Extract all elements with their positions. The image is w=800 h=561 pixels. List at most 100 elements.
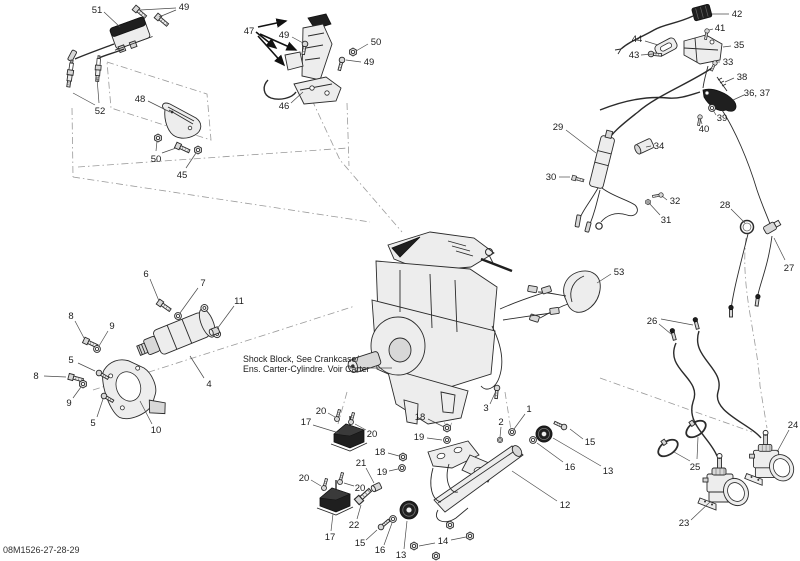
engine-mount	[316, 479, 354, 516]
washer-glyph	[93, 345, 101, 353]
leader-line	[724, 77, 735, 83]
part-callout-18: 18	[415, 412, 426, 423]
leader-line	[161, 147, 177, 154]
cable-end	[669, 327, 678, 341]
part-callout-28: 28	[720, 200, 731, 211]
leader-line	[365, 467, 375, 484]
leader-line	[185, 152, 197, 169]
nut-glyph	[432, 551, 440, 561]
part-callout-52: 52	[95, 106, 106, 117]
leader-line	[696, 436, 699, 460]
leader-line	[343, 482, 355, 487]
part-callout-20: 20	[299, 473, 310, 484]
part-callout-12: 12	[560, 500, 571, 511]
shock-block-note-line2: Ens. Carter-Cylindre. Voir Carter	[243, 364, 370, 374]
part-callout-20: 20	[316, 406, 327, 417]
part-callout-45: 45	[177, 170, 188, 181]
leader-line	[96, 77, 100, 104]
leader-line	[158, 9, 177, 18]
ignition-coil-assembly	[64, 16, 153, 88]
part-callout-24: 24	[788, 420, 799, 431]
part-callout-25: 25	[690, 462, 701, 473]
leader-line	[673, 451, 691, 462]
part-callout-40: 40	[699, 124, 710, 135]
stud-glyph	[333, 408, 343, 423]
washer-glyph	[508, 428, 516, 436]
leader-line	[569, 428, 584, 440]
part-callout-48: 48	[135, 94, 146, 105]
leader-line	[355, 43, 369, 52]
leader-lines	[43, 7, 790, 550]
part-callout-35: 35	[734, 40, 745, 51]
leader-line	[147, 100, 171, 113]
leader-line	[155, 140, 158, 152]
nut-glyph	[399, 452, 407, 462]
bolt-glyph	[155, 298, 173, 314]
washer-glyph	[174, 312, 182, 320]
washer-glyph	[708, 104, 716, 112]
washer-glyph	[398, 464, 406, 472]
part-callout-18: 18	[375, 447, 386, 458]
part-callout-3: 3	[483, 403, 488, 414]
spark-plug	[93, 55, 103, 82]
coil-bracket	[162, 102, 202, 139]
part-callout-36-37: 36, 37	[744, 88, 770, 99]
leader-line	[660, 318, 694, 326]
nut-glyph	[443, 423, 451, 433]
part-callout-31: 31	[661, 215, 672, 226]
carburetor	[744, 429, 799, 486]
starter-motor-assembly	[102, 304, 222, 419]
carburetor	[697, 453, 754, 511]
part-callout-2: 2	[498, 417, 503, 428]
leader-line	[312, 424, 340, 434]
part-callout-27: 27	[784, 263, 795, 274]
carburetor-assembly	[652, 109, 799, 511]
leader-line	[291, 36, 304, 44]
bolt-glyph	[153, 12, 170, 28]
part-callout-39: 39	[717, 113, 728, 124]
part-callout-23: 23	[679, 518, 690, 529]
part-callout-4: 4	[206, 379, 211, 390]
leader-line	[365, 529, 378, 541]
part-callout-20: 20	[367, 429, 378, 440]
nut-glyph	[349, 47, 357, 57]
part-callout-50: 50	[151, 154, 162, 165]
leader-line	[712, 109, 717, 116]
part-callout-7: 7	[200, 278, 205, 289]
leader-line	[387, 452, 400, 457]
leader-line	[640, 53, 654, 56]
part-callout-49: 49	[279, 30, 290, 41]
leader-line	[730, 208, 746, 224]
part-callout-17: 17	[325, 532, 336, 543]
part-callout-9: 9	[109, 321, 114, 332]
leader-line	[149, 278, 160, 302]
part-callout-34: 34	[654, 141, 665, 152]
washer-glyph	[529, 436, 537, 444]
washer-glyph	[443, 436, 451, 444]
part-callout-13: 13	[396, 550, 407, 561]
screw-glyph	[492, 384, 501, 400]
part-callout-19: 19	[377, 467, 388, 478]
engine-block	[347, 231, 560, 425]
part-callout-44: 44	[632, 34, 643, 45]
cable-end	[753, 293, 761, 307]
leader-line	[74, 320, 85, 339]
leader-line	[96, 398, 104, 418]
washer-glyph	[389, 515, 397, 523]
part-callout-11: 11	[234, 296, 244, 307]
part-callout-21: 21	[356, 458, 367, 469]
part-callout-8: 8	[68, 311, 73, 322]
part-callout-41: 41	[715, 23, 726, 34]
stud-glyph	[320, 477, 330, 492]
clip-glyph	[496, 436, 504, 444]
part-callout-33: 33	[723, 57, 734, 68]
part-callout-15: 15	[585, 437, 596, 448]
leader-line	[72, 386, 82, 399]
leader-line	[658, 323, 672, 335]
hose-clamp	[652, 433, 682, 461]
leader-line	[426, 437, 443, 441]
screw-glyph	[651, 192, 664, 200]
leader-line	[354, 423, 367, 431]
part-callout-29: 29	[553, 122, 564, 133]
